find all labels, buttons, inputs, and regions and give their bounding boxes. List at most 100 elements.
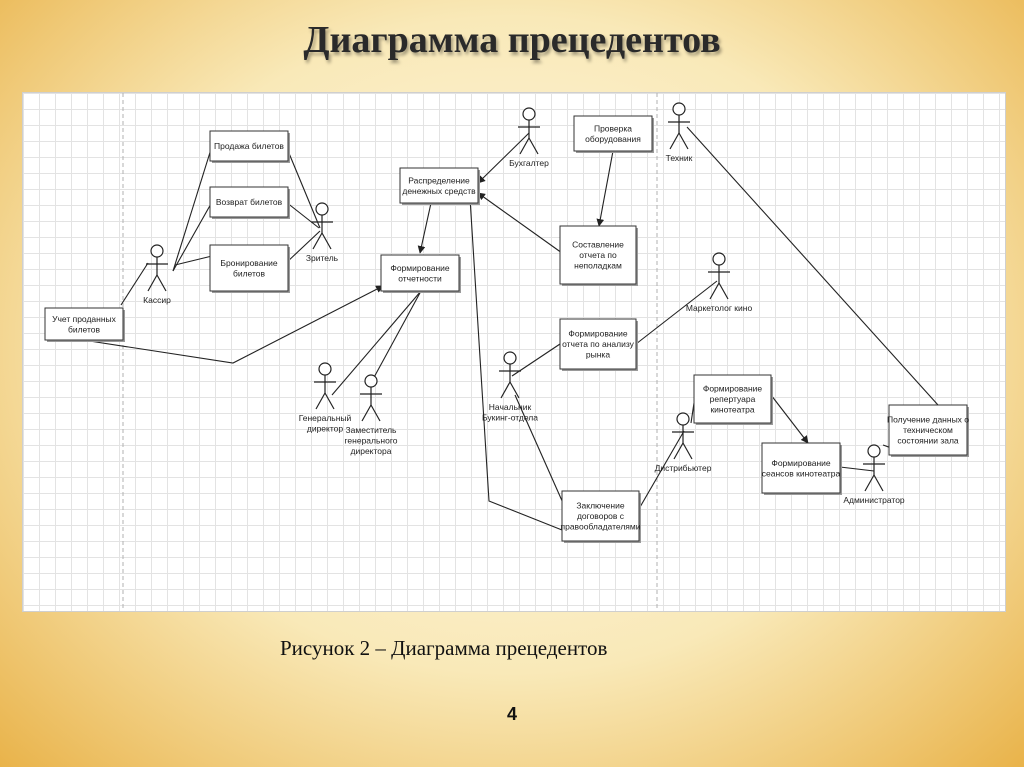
actor-label: генерального xyxy=(345,436,398,446)
actor-marketer: Маркетолог кино xyxy=(686,252,753,313)
slide-title: Диаграмма прецедентов xyxy=(303,19,721,61)
actor-head xyxy=(364,374,378,388)
association-line xyxy=(770,394,809,444)
use-case-box xyxy=(209,130,289,162)
association-line xyxy=(120,262,149,306)
use-case-label: Заключение xyxy=(576,501,624,511)
actor-accountant: Бухгалтер xyxy=(509,107,549,168)
actor-label: Букинг-отдела xyxy=(482,413,538,423)
use-case-box xyxy=(573,115,653,152)
actor-label: директор xyxy=(307,424,344,434)
use-case-label: Формирование xyxy=(390,263,450,273)
association-line xyxy=(371,290,422,382)
use-case-box xyxy=(559,318,637,370)
use-case-label: денежных средств xyxy=(402,186,476,196)
use-case-box xyxy=(380,254,460,292)
actor-head xyxy=(672,102,686,116)
actor-leg xyxy=(709,282,720,300)
use-case-label: Формирование xyxy=(771,458,831,468)
actor-leg xyxy=(673,442,684,460)
actor-admin: Администратор xyxy=(843,444,905,505)
association-line xyxy=(514,394,564,504)
actor-leg xyxy=(718,282,729,300)
use-case-box xyxy=(209,186,289,218)
association-line xyxy=(477,132,530,184)
associations-layer xyxy=(82,126,939,531)
association-line xyxy=(82,285,384,364)
actor-leg xyxy=(370,404,381,422)
actor-head xyxy=(867,444,881,458)
actor-distributor: Дистрибьютер xyxy=(655,412,712,473)
use-case-box xyxy=(888,404,968,456)
association-line xyxy=(635,280,718,345)
actor-viewer: Зритель xyxy=(306,202,339,263)
association-line xyxy=(635,430,685,515)
actor-label: Заместитель xyxy=(346,425,398,435)
use-case-label: сеансов кинотеатра xyxy=(762,468,841,478)
actor-head xyxy=(315,202,329,216)
use-case-label: неполадкам xyxy=(574,261,622,271)
association-line xyxy=(331,290,422,396)
use-case-label: договоров с xyxy=(577,511,625,521)
use-case-label: билетов xyxy=(233,268,266,278)
figure-caption: Рисунок 2 – Диаграмма прецедентов xyxy=(280,636,608,660)
actor-head xyxy=(150,244,164,258)
actor-technician: Техник xyxy=(666,102,693,163)
actor-leg xyxy=(682,442,693,460)
association-line xyxy=(466,197,563,531)
association-line xyxy=(596,150,614,227)
use-case-label: Проверка xyxy=(594,123,632,133)
use-case-return: Возврат билетов xyxy=(209,186,290,219)
actor-leg xyxy=(324,392,335,410)
actor-leg xyxy=(509,381,520,399)
use-case-label: правообладателями xyxy=(560,522,640,532)
actor-leg xyxy=(873,474,884,492)
use-case-label: рынка xyxy=(586,350,610,360)
use-case-label: Формирование xyxy=(703,384,763,394)
association-line xyxy=(839,466,875,472)
use-case-box xyxy=(399,167,479,204)
use-case-label: билетов xyxy=(68,324,101,334)
actor-leg xyxy=(321,232,332,250)
association-line xyxy=(285,145,321,229)
association-line xyxy=(172,145,213,272)
use-case-label: Учет проданных xyxy=(52,314,117,324)
actor-label: Начальник xyxy=(489,402,532,412)
use-case-label: Составление xyxy=(572,240,624,250)
page-number: 4 xyxy=(506,704,517,724)
actor-leg xyxy=(156,274,167,292)
use-case-label: состоянии зала xyxy=(897,436,959,446)
actor-leg xyxy=(312,232,323,250)
association-line xyxy=(285,230,321,264)
actor-leg xyxy=(147,274,158,292)
actor-leg xyxy=(864,474,875,492)
use-case-label: Формирование xyxy=(568,329,628,339)
actor-label: Маркетолог кино xyxy=(686,303,753,313)
use-case-box xyxy=(693,374,772,424)
use-case-label: кинотеатра xyxy=(710,405,754,415)
actor-cashier: Кассир xyxy=(143,244,171,305)
use-case-box xyxy=(761,442,841,494)
use-case-box xyxy=(559,225,637,285)
actor-leg xyxy=(528,137,539,155)
actor-label: Техник xyxy=(666,153,693,163)
association-line xyxy=(285,201,320,229)
actor-leg xyxy=(315,392,326,410)
use-case-label: отчета по анализу xyxy=(562,339,635,349)
actor-label: директора xyxy=(351,446,392,456)
use-case-label: отчета по xyxy=(579,250,617,260)
actor-head xyxy=(318,362,332,376)
use-case-label: Возврат билетов xyxy=(216,197,283,207)
use-case-label: Продажа билетов xyxy=(214,141,284,151)
